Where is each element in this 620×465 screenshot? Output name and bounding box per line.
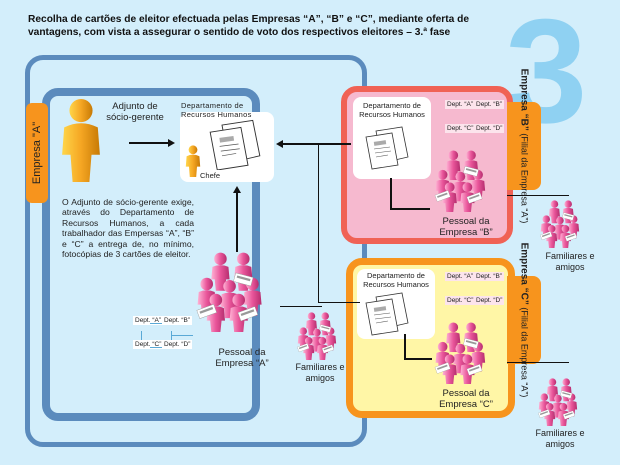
connector [171,335,193,336]
company-b-hr-title: Departamento de Recursos Humanos [359,101,425,119]
company-c-dept-b: Dept. “B” [474,272,505,281]
company-b-dept-a: Dept. “A” [445,100,476,109]
adjunto-label: Adjunto de sócio-gerente [106,101,164,123]
chefe-label: Chefe [200,171,221,180]
family-c-label: Familiares e amigos [535,428,585,449]
connector-line [280,306,322,307]
company-b-tab-label: Empresa “B” [518,68,530,131]
company-c-staff-label: Pessoal da Empresa “C” [439,388,493,410]
company-b-dept-d: Dept. “D” [474,124,505,133]
company-a-description: O Adjunto de sócio-gerente exige, atravé… [62,197,194,260]
company-c-tab: Empresa “C” (Filial da Empresa “A”) [507,243,541,397]
company-b-dept-c: Dept. “C” [445,124,476,133]
connector-line [404,334,406,359]
chefe-person-icon [185,145,201,177]
adjunto-person-icon [62,99,100,182]
company-a-dept-c: Dept. “C” [133,340,164,349]
connector [150,323,162,324]
company-b-tab: Empresa “B” (Filial da Empresa “A”) [507,69,541,223]
company-b-staff-icon [432,150,494,212]
company-a-tab-label: Empresa "A" [31,121,43,185]
family-b-label: Familiares e amigos [545,251,595,272]
company-c-dept-a: Dept. “A” [445,272,476,281]
family-c-icon [536,378,584,426]
company-b-tab-sub: (Filial da Empresa “A”) [519,133,530,224]
family-a-icon [295,312,343,360]
connector-line [390,178,392,209]
company-c-hr-title: Departamento de Recursos Humanos [363,271,429,289]
documents-icon [209,119,261,170]
company-a-dept-b: Dept. “B” [162,316,193,325]
family-a-label: Familiares e amigos [295,362,345,383]
family-b-icon [538,200,586,248]
connector-line [390,208,430,210]
company-a-dept-d: Dept. “D” [162,340,193,349]
group-frame [25,55,367,447]
connector-line [507,195,569,196]
connector-line [507,362,569,363]
company-b-staff-label: Pessoal da Empresa “B” [439,216,493,238]
company-a-dept-a: Dept. “A” [133,316,164,325]
documents-icon [365,126,409,170]
company-c-dept-c: Dept. “C” [445,296,476,305]
arrow-head [168,139,175,147]
company-c-dept-d: Dept. “D” [474,296,505,305]
company-c-tab-sub: (Filial da Empresa “A”) [519,307,530,398]
arrow-head [276,140,283,148]
arrow-adjunto-to-hr [129,142,171,144]
company-a-tab: Empresa "A" [26,103,48,203]
company-b-dept-b: Dept. “B” [474,100,505,109]
connector [141,331,142,340]
documents-icon [365,292,409,336]
company-c-tab-label: Empresa “C” [518,242,530,305]
company-a-staff-label: Pessoal da Empresa “A” [215,347,269,369]
arrow-head [233,186,241,193]
company-a-staff-icon [193,252,273,332]
page-title: Recolha de cartões de eleitor efectuada … [28,14,470,38]
company-c-staff-icon [432,322,494,384]
arrow-b-to-a-hr [283,143,351,145]
connector-line [404,358,432,360]
connector-line [318,302,360,303]
arrow-staff-a-to-hr [236,192,238,252]
company-a-hr-title: Departamento de Recursos Humanos [181,101,252,119]
connector-line [318,143,319,303]
connector [150,347,162,348]
